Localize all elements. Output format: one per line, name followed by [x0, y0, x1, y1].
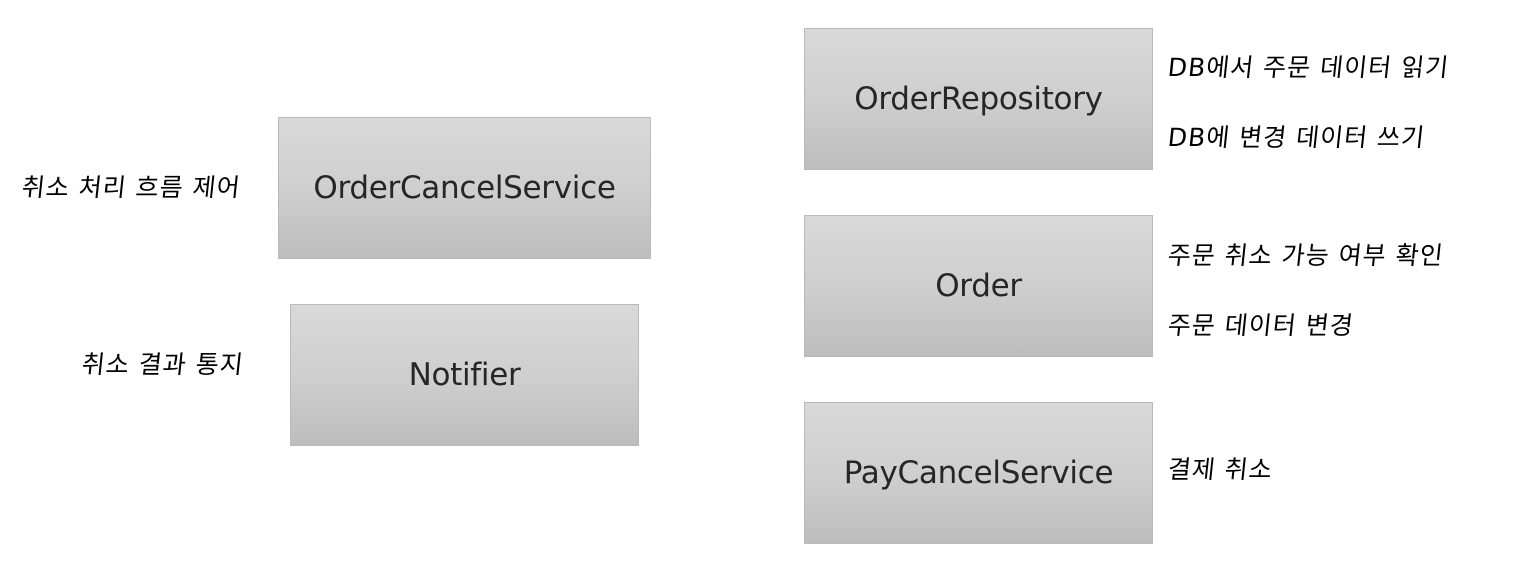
notifier-label: Notifier	[408, 357, 521, 393]
order-repository-label: OrderRepository	[854, 81, 1103, 117]
order-cancel-service-box: OrderCancelService	[278, 117, 651, 259]
order-cancel-service-label: OrderCancelService	[313, 170, 616, 206]
note-order-cancel-check: 주문 취소 가능 여부 확인	[1166, 241, 1446, 270]
order-label: Order	[935, 268, 1022, 304]
order-box: Order	[804, 215, 1153, 357]
note-db-write-change: DB에 변경 데이터 쓰기	[1166, 123, 1427, 152]
order-repository-box: OrderRepository	[804, 28, 1153, 170]
pay-cancel-service-box: PayCancelService	[804, 402, 1153, 544]
note-db-read-order: DB에서 주문 데이터 읽기	[1166, 53, 1451, 82]
note-cancel-result-notify: 취소 결과 통지	[80, 350, 246, 379]
note-cancel-flow-control: 취소 처리 흐름 제어	[20, 173, 243, 202]
note-order-data-change: 주문 데이터 변경	[1166, 311, 1356, 340]
notifier-box: Notifier	[290, 304, 639, 446]
note-payment-cancel: 결제 취소	[1166, 455, 1275, 484]
pay-cancel-service-label: PayCancelService	[843, 455, 1114, 491]
